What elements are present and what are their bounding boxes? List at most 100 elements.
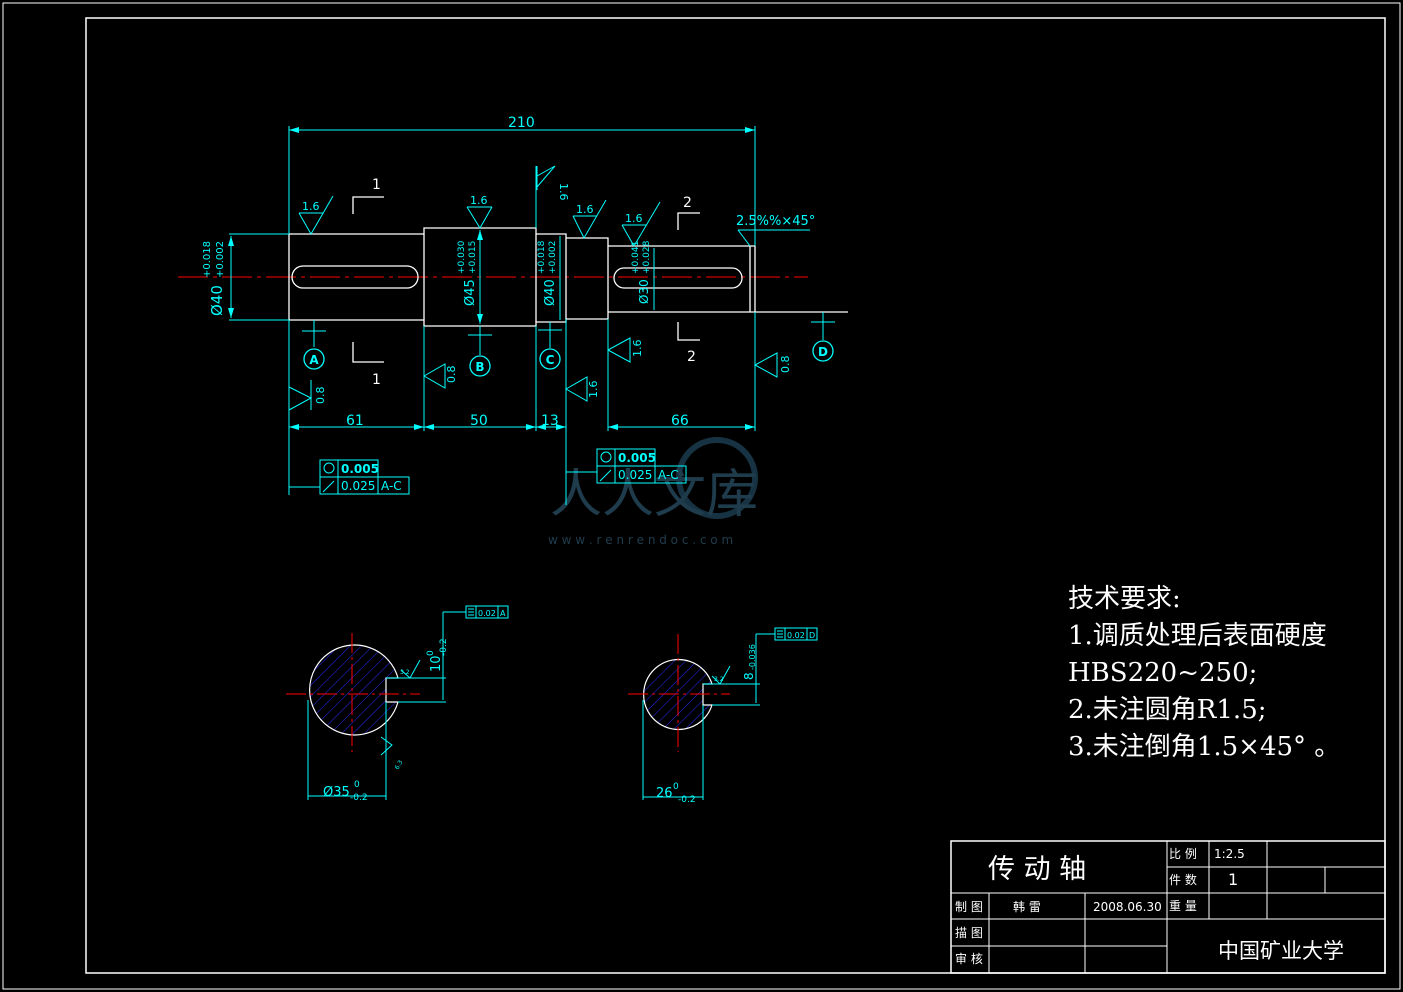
watermark: 人人文库 w w w . r e n r e n d o c . c o m <box>548 437 758 547</box>
datum-c-icon <box>539 348 561 370</box>
roughness-value: 1.6 <box>470 194 488 207</box>
dim-dia2-tol-lo: +0.015 <box>468 241 478 274</box>
section-diameter: 26 <box>656 786 673 801</box>
dim-dia1-tol-lo: +0.002 <box>215 241 226 278</box>
section-cut-mark <box>352 342 384 363</box>
dim-dia1: Ø40 <box>208 285 226 316</box>
inner-frame <box>85 17 1386 974</box>
roughness-value: 1.6 <box>587 381 600 399</box>
roughness-value: 0.8 <box>314 387 327 405</box>
roughness-icon <box>380 736 393 756</box>
datum-a-icon <box>303 348 325 370</box>
dim-overall: 210 <box>508 115 535 131</box>
section-dia-tol-lo: -0.2 <box>678 795 696 805</box>
dim-dia2-tol-up: +0.030 <box>457 240 467 274</box>
qty-value: 1 <box>1228 870 1239 889</box>
roughness-value: 3.2 <box>400 669 410 676</box>
school-name: 中国矿业大学 <box>1218 939 1344 963</box>
notes-line4: 3.未注倒角1.5×45° 。 <box>1068 732 1341 762</box>
keyway-left <box>291 265 419 289</box>
roundness-value: 0.005 <box>618 451 656 465</box>
dimension-arrows <box>228 127 755 430</box>
roundness-icon <box>323 462 335 474</box>
roughness-value: 6.3 <box>394 759 405 771</box>
drawn-label: 制 图 <box>955 900 983 914</box>
section-keyway: 10 <box>429 655 444 672</box>
section-mark-label: 2 <box>683 195 692 211</box>
roughness-value: 1.6 <box>625 212 643 225</box>
shaft-main-view: 1 1 2 2 <box>178 177 848 388</box>
watermark-logo-icon <box>676 437 758 519</box>
dimension-texts: 210 61 50 13 66 2.5%%×45° Ø40 +0.018 +0.… <box>202 115 815 429</box>
drawn-by: 韩 雷 <box>1013 900 1041 914</box>
section-keyway-tol-lo: -0.2 <box>439 638 449 656</box>
roughness-icon <box>565 376 588 402</box>
scale-value: 1:2.5 <box>1214 847 1245 861</box>
roughness-icon <box>423 363 446 389</box>
watermark-brand: 人人文库 <box>550 465 758 525</box>
dim-dia3-tol-lo: +0.002 <box>548 241 558 274</box>
dim-dia4-tol-up: +0.041 <box>631 241 641 274</box>
roundness-icon <box>600 451 612 463</box>
dimension-lines <box>229 126 835 505</box>
notes-line2: HBS220~250; <box>1068 658 1258 688</box>
symmetry-icon <box>777 630 783 638</box>
section-dia-tol-up: 0 <box>673 782 679 792</box>
qty-label: 件 数 <box>1169 873 1197 887</box>
datum-d-label: D <box>818 345 828 359</box>
dim-dia4: Ø30 <box>637 279 651 304</box>
runout-icon <box>322 480 335 493</box>
dim-seg1: 61 <box>346 413 364 429</box>
datum-a-label: A <box>309 353 319 367</box>
roughness-value: 0.8 <box>779 356 792 374</box>
dim-chamfer: 2.5%%×45° <box>736 214 815 229</box>
dim-dia4-tol-lo: +0.028 <box>642 240 652 274</box>
section-cut-mark <box>677 322 700 341</box>
roughness-icon <box>711 665 731 685</box>
datum-c-label: C <box>546 353 555 367</box>
roughness-symbols <box>288 165 778 411</box>
runout-value: 0.025 <box>618 468 652 482</box>
watermark-url: w w w . r e n r e n d o c . c o m <box>548 533 733 547</box>
dim-dia2: Ø45 <box>463 279 478 306</box>
checked-label: 审 核 <box>955 952 983 966</box>
roughness-icon <box>754 352 778 378</box>
section-dia-tol-up: 0 <box>354 780 360 790</box>
section-dia-tol-lo: -0.2 <box>350 793 368 803</box>
roughness-icon <box>621 201 661 247</box>
datum-d-icon <box>812 340 834 362</box>
traced-label: 描 图 <box>955 926 983 940</box>
roughness-value: 1.6 <box>631 340 644 358</box>
title-block <box>950 840 1386 974</box>
symmetry-datum: D <box>809 631 815 640</box>
weight-label: 重 量 <box>1169 899 1197 913</box>
roughness-icon <box>298 195 334 236</box>
tolerance-frame-left: 0.005 0.025 A-C <box>319 459 410 495</box>
runout-value: 0.025 <box>341 479 375 493</box>
dim-dia3: Ø40 <box>543 279 558 306</box>
dim-seg4: 66 <box>671 413 689 429</box>
symmetry-value: 0.02 <box>787 631 805 640</box>
roughness-value: 1.6 <box>576 203 594 216</box>
scale-label: 比 例 <box>1169 847 1197 861</box>
notes-line3: 2.未注圆角R1.5; <box>1068 695 1267 725</box>
roughness-icon <box>288 386 313 411</box>
section-mark-label: 1 <box>372 372 381 388</box>
runout-datum: A-C <box>381 479 402 493</box>
symmetry-datum: A <box>500 609 506 618</box>
roughness-icon <box>466 206 493 229</box>
notes-title: 技术要求: <box>1068 584 1181 614</box>
section-diameter: Ø35 <box>323 785 350 800</box>
section-view-left: 0.02 A 3.2 6.3 Ø35 0 -0.2 10 0 -0.2 <box>286 605 509 803</box>
roughness-icon <box>607 337 631 363</box>
roughness-value: 1.6 <box>302 200 320 213</box>
drawn-date: 2008.06.30 <box>1093 900 1162 914</box>
section-keyway-tol: -0.036 <box>748 644 757 670</box>
dim-seg2: 50 <box>470 413 488 429</box>
section-mark-label: 1 <box>372 177 381 193</box>
dim-seg3: 13 <box>541 413 559 429</box>
dim-dia1-tol-up: +0.018 <box>202 241 213 278</box>
tolerance-frame-right: 0.005 0.025 A-C <box>596 448 687 484</box>
section-keyway-tol-up: 0 <box>426 650 436 656</box>
